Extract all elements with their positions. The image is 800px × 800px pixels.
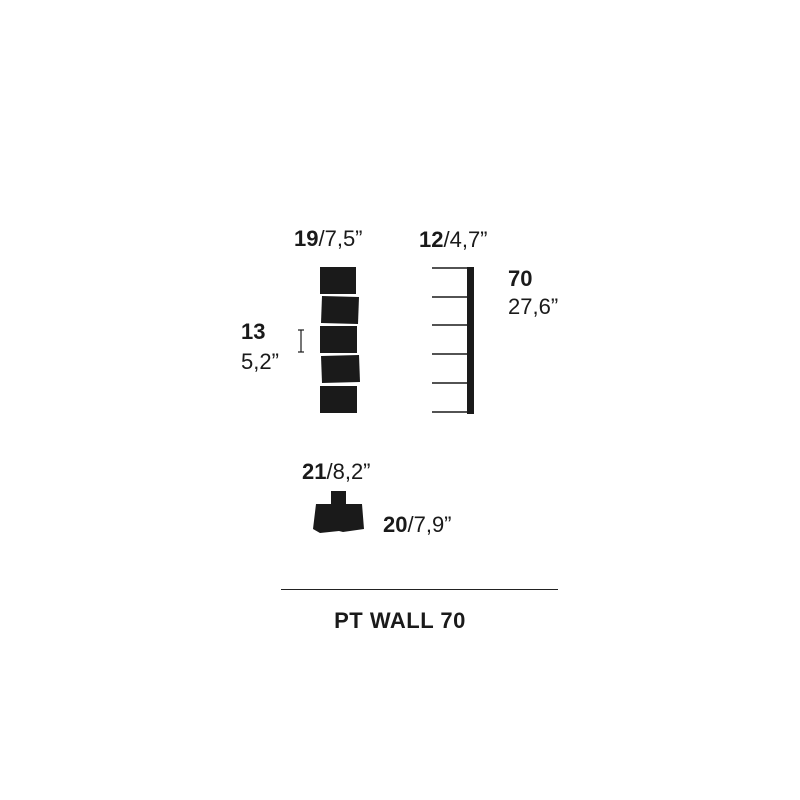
top-depth-label: 20/7,9” bbox=[383, 514, 452, 536]
front-module-3 bbox=[320, 326, 357, 353]
top-width-bold: 21 bbox=[302, 459, 327, 484]
front-module-2 bbox=[321, 296, 359, 324]
side-depth-label: 12/4,7” bbox=[419, 229, 488, 251]
front-width-rest: /7,5” bbox=[318, 226, 363, 251]
side-height-bold: 70 bbox=[508, 266, 533, 291]
product-name: PT WALL 70 bbox=[334, 608, 466, 633]
top-width-rest: /8,2” bbox=[326, 459, 371, 484]
top-depth-bold: 20 bbox=[383, 512, 408, 537]
top-view bbox=[313, 491, 364, 533]
top-depth-rest: /7,9” bbox=[407, 512, 452, 537]
front-width-label: 19/7,5” bbox=[294, 228, 363, 250]
front-view bbox=[320, 267, 360, 413]
top-width-label: 21/8,2” bbox=[302, 461, 371, 483]
title-divider bbox=[281, 589, 558, 590]
module-height-bold: 13 bbox=[241, 319, 266, 344]
side-view bbox=[432, 267, 474, 414]
front-module-4 bbox=[321, 355, 360, 383]
side-height-rest: 27,6” bbox=[508, 294, 559, 319]
module-height-marker bbox=[298, 329, 304, 353]
front-module-1 bbox=[320, 267, 356, 294]
front-module-5 bbox=[320, 386, 357, 413]
front-width-bold: 19 bbox=[294, 226, 319, 251]
side-wall-bar bbox=[467, 267, 474, 414]
side-depth-rest: /4,7” bbox=[443, 227, 488, 252]
module-height-rest: 5,2” bbox=[241, 349, 279, 374]
side-depth-bold: 12 bbox=[419, 227, 444, 252]
top-footprint bbox=[313, 491, 364, 533]
